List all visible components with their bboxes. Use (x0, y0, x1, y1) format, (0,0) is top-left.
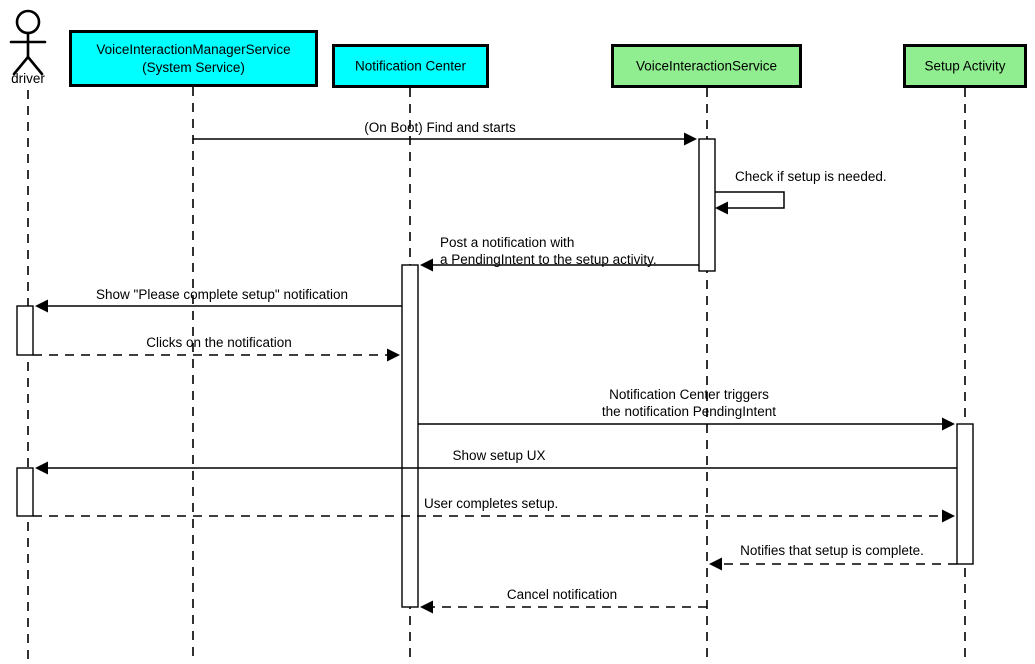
message-label-m7: Show setup UX (452, 448, 545, 463)
activation-bar-driver (16, 305, 34, 356)
message-label-m5: Clicks on the notification (146, 335, 292, 350)
participant-box-vims[interactable] (69, 30, 318, 87)
participant-box-setup_activity[interactable] (903, 44, 1027, 88)
message-m3[interactable]: Post a notification with a PendingIntent … (420, 235, 699, 272)
message-label-m8: User completes setup. (424, 496, 558, 511)
actor-right-leg-icon (26, 55, 44, 76)
participant-label-notification_center: Notification Center (355, 59, 467, 74)
message-label-m2: Check if setup is needed. (735, 169, 887, 184)
activation-bar-setup_activity (956, 423, 974, 565)
participant-label-vis: VoiceInteractionService (636, 59, 777, 74)
message-label-m6-line1: Notification Center triggers (609, 387, 769, 402)
message-label-m10: Cancel notification (507, 587, 617, 602)
message-label-m4: Show "Please complete setup" notificatio… (96, 287, 348, 302)
activation-bar-notification_center (401, 264, 419, 608)
message-label-m3-line2: a PendingIntent to the setup activity. (440, 252, 657, 267)
message-label-m6-line2: the notification PendingIntent (602, 404, 776, 419)
message-arrowhead-m8 (942, 509, 955, 523)
message-m10[interactable]: Cancel notification (420, 587, 707, 614)
participant-label-driver: driver (11, 71, 45, 86)
message-m4[interactable]: Show "Please complete setup" notificatio… (35, 287, 402, 313)
message-m7[interactable]: Show setup UX (35, 448, 957, 475)
participant-notification_center[interactable]: Notification Center (332, 44, 489, 88)
participant-sublabel-vims: (System Service) (142, 60, 245, 75)
participants-group: driver VoiceInteractionManagerService (Sys… (9, 9, 1027, 88)
message-arrowhead-m5 (387, 348, 400, 362)
message-m5[interactable]: Clicks on the notification (33, 335, 400, 362)
message-arrowhead-m9 (709, 557, 722, 571)
message-arrowhead-m7 (35, 461, 48, 475)
message-arrowhead-m10 (420, 600, 433, 614)
message-arrowhead-m4 (35, 299, 48, 313)
message-label-m3-line1: Post a notification with (440, 235, 574, 250)
participant-box-vis[interactable] (611, 44, 802, 88)
participant-setup_activity[interactable]: Setup Activity (903, 44, 1027, 88)
message-label-m9: Notifies that setup is complete. (740, 543, 924, 558)
participant-label-vims: VoiceInteractionManagerService (96, 42, 290, 57)
message-line-m2 (715, 191, 785, 209)
participant-label-setup_activity: Setup Activity (924, 59, 1005, 74)
activation-bars-group (16, 138, 974, 608)
participant-vis[interactable]: VoiceInteractionService (611, 44, 802, 88)
message-arrowhead-m2 (715, 201, 728, 215)
activation-bar-driver (16, 467, 34, 517)
actor-head-icon (15, 9, 41, 35)
message-m1[interactable]: (On Boot) Find and starts (193, 120, 697, 146)
participant-box-notification_center[interactable] (332, 44, 489, 88)
participant-vims[interactable]: VoiceInteractionManagerService (System Se… (69, 30, 318, 87)
actor-left-leg-icon (12, 55, 30, 76)
participant-driver[interactable]: driver (9, 9, 47, 86)
message-arrowhead-m1 (684, 132, 697, 146)
message-arrowhead-m6 (942, 417, 955, 431)
message-m8[interactable]: User completes setup. (33, 496, 955, 523)
message-m2[interactable]: Check if setup is needed. (715, 169, 887, 215)
message-m9[interactable]: Notifies that setup is complete. (709, 543, 957, 571)
message-label-m1: (On Boot) Find and starts (364, 120, 516, 135)
activation-bar-vis (698, 138, 716, 272)
message-m6[interactable]: Notification Center triggers the notifica… (418, 387, 955, 431)
message-arrowhead-m3 (420, 258, 433, 272)
